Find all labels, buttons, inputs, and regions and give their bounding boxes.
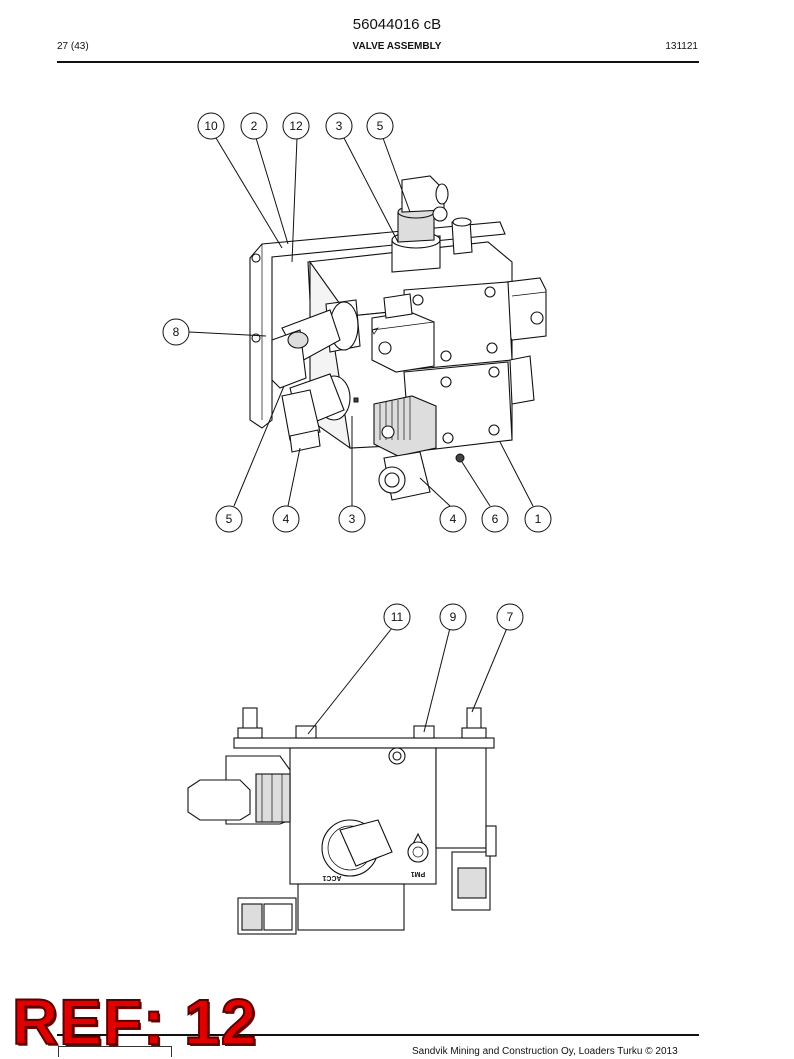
footer-rule [57, 1034, 699, 1036]
svg-text:4: 4 [450, 512, 457, 526]
svg-text:4: 4 [283, 512, 290, 526]
svg-text:11: 11 [391, 610, 404, 624]
callout-10: 10 [197, 112, 225, 140]
callout-9: 9 [439, 603, 467, 631]
svg-text:5: 5 [377, 119, 384, 133]
callout-8: 8 [162, 318, 190, 346]
svg-text:10: 10 [204, 119, 218, 133]
isometric-valve-view [249, 175, 547, 501]
front-valve-view: ACC1 PM1 [187, 707, 497, 935]
svg-text:2: 2 [251, 119, 258, 133]
svg-text:9: 9 [450, 610, 457, 624]
leader-lines-top [188, 137, 534, 507]
svg-text:6: 6 [492, 512, 499, 526]
port-label-pm1: PM1 [411, 870, 426, 877]
callout-4-lower: 4 [439, 505, 467, 533]
document-number: 56044016 cB [352, 16, 442, 33]
date-code: 131121 [665, 41, 698, 52]
callout-3: 3 [325, 112, 353, 140]
callouts-bottom: 11 9 7 [383, 603, 524, 631]
svg-text:3: 3 [336, 119, 343, 133]
callout-6: 6 [481, 505, 509, 533]
callout-2: 2 [240, 112, 268, 140]
callout-7: 7 [496, 603, 524, 631]
ref-watermark: REF: 12 [11, 985, 258, 1059]
leader-lines-bottom [307, 627, 508, 735]
callout-11: 11 [383, 603, 411, 631]
svg-text:3: 3 [349, 512, 356, 526]
callout-4: 4 [272, 505, 300, 533]
callout-5: 5 [366, 112, 394, 140]
svg-text:12: 12 [289, 119, 303, 133]
svg-text:5: 5 [226, 512, 233, 526]
callout-12: 12 [282, 112, 310, 140]
svg-text:8: 8 [173, 325, 180, 339]
brand-logo-fragment [58, 1046, 172, 1057]
header-rule [57, 61, 699, 63]
callouts-top: 10 2 12 3 5 8 5 4 3 4 6 1 [162, 112, 552, 533]
page-title: VALVE ASSEMBLY [352, 41, 442, 52]
callout-5-lower: 5 [215, 505, 243, 533]
svg-text:7: 7 [507, 610, 514, 624]
page-number: 27 (43) [57, 41, 89, 52]
port-label-acc1: ACC1 [322, 874, 341, 881]
callout-3-lower: 3 [338, 505, 366, 533]
callout-1: 1 [524, 505, 552, 533]
footer-copyright: Sandvik Mining and Construction Oy, Load… [412, 1046, 678, 1057]
svg-text:1: 1 [535, 512, 542, 526]
